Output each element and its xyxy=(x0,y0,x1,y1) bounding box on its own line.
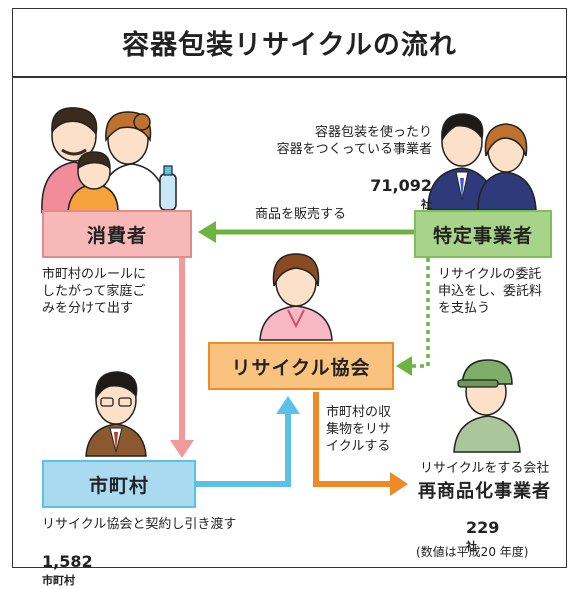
collect-description: 市町村の収 集物をリサ イクルする xyxy=(326,405,392,454)
business-count: 71,092 xyxy=(370,176,432,195)
consign-description: リサイクルの委託 申込をし、委託料 を支払う xyxy=(438,267,543,316)
handover-arrowhead xyxy=(276,396,300,414)
sell-arrowhead xyxy=(198,221,216,243)
association-label: リサイクル協会 xyxy=(231,356,371,379)
consumer-node: 消費者 xyxy=(42,210,192,258)
recycler-count: 229 xyxy=(466,518,500,537)
municipality-count: 1,582 xyxy=(42,552,93,571)
municipality-node: 市町村 xyxy=(42,460,196,508)
sell-label: 商品を販売する xyxy=(255,207,347,222)
municipality-description: リサイクル協会と契約し引き渡す xyxy=(42,517,237,532)
municipality-count-line: 1,582 市町村 xyxy=(42,536,93,589)
municipality-label: 市町村 xyxy=(88,474,149,497)
handover-arrow xyxy=(196,412,291,487)
association-staff-illustration xyxy=(259,253,333,341)
recycle-arrow xyxy=(313,392,392,487)
title-bar: 容器包装リサイクルの流れ xyxy=(12,8,567,78)
business-people-illustration xyxy=(427,113,537,211)
business-description: 容器包装を使ったり 容器をつくっている事業者 xyxy=(276,125,432,157)
consumer-description: 市町村のルールに したがって家庭ご みを分けて出す xyxy=(42,267,147,316)
recycler-count-line: 229 社 xyxy=(466,502,499,555)
recycler-description: リサイクルをする会社 xyxy=(420,461,550,476)
data-year-note: (数値は平成20 年度) xyxy=(416,545,529,559)
page-title: 容器包装リサイクルの流れ xyxy=(122,30,457,61)
association-node: リサイクル協会 xyxy=(208,342,394,390)
consign-arrowhead xyxy=(396,356,412,376)
business-label: 特定事業者 xyxy=(432,224,533,247)
municipality-count-unit: 市町村 xyxy=(42,574,75,587)
municipality-staff-illustration xyxy=(85,371,147,457)
sort-arrowhead xyxy=(170,440,194,458)
recycler-label: 再商品化事業者 xyxy=(418,481,551,502)
illustration-layer xyxy=(41,107,537,496)
business-count-line: 71,092 社 xyxy=(340,160,432,213)
business-node: 特定事業者 xyxy=(414,210,552,258)
recycler-worker-illustration xyxy=(453,359,521,453)
consumer-label: 消費者 xyxy=(86,224,147,247)
family-illustration xyxy=(41,107,177,213)
recycler-count-unit: 社 xyxy=(466,540,477,553)
recycle-arrowhead xyxy=(390,472,408,496)
business-count-unit: 社 xyxy=(421,198,432,211)
consign-arrow xyxy=(412,258,430,368)
